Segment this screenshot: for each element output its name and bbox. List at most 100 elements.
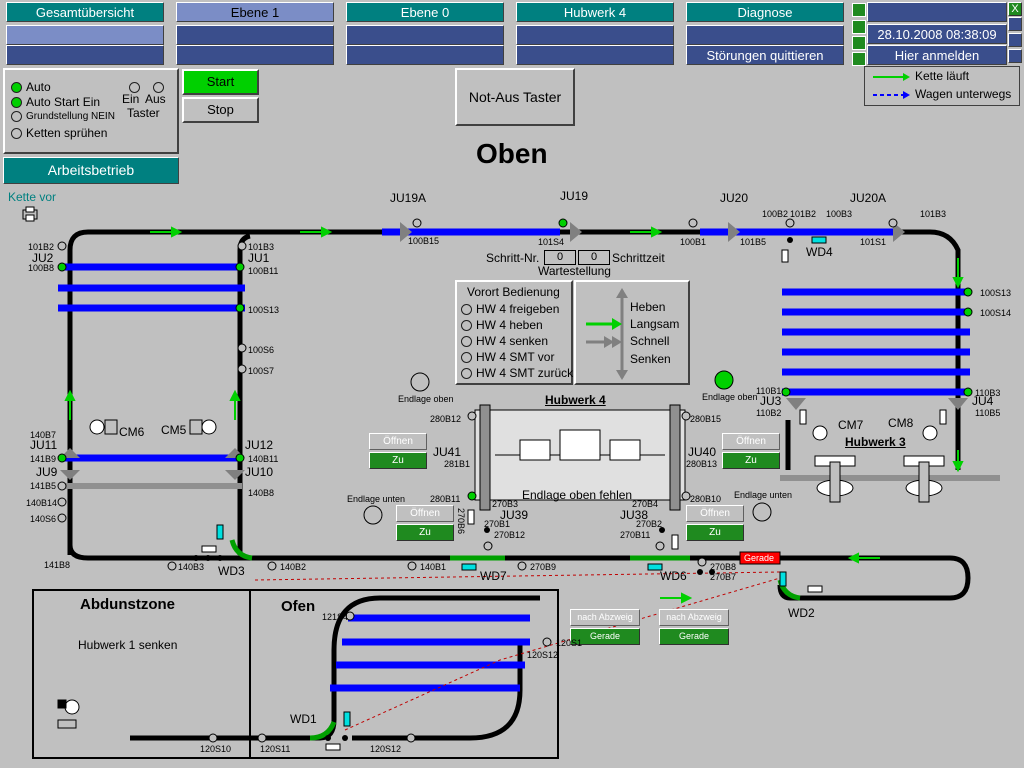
schrittzeit-label: Schrittzeit bbox=[612, 251, 665, 265]
label-wd2: WD2 bbox=[788, 606, 815, 620]
endlage-unten-right: Endlage unten bbox=[734, 490, 793, 500]
nav-slot-6[interactable] bbox=[6, 45, 164, 65]
sensor-100b1: 100B1 bbox=[680, 237, 707, 247]
label-cm5: CM5 bbox=[161, 423, 187, 437]
sensor-100b3: 100B3 bbox=[826, 209, 853, 219]
stop-button[interactable]: Stop bbox=[182, 97, 259, 123]
login-button[interactable]: Hier anmelden bbox=[867, 45, 1007, 65]
label-ju11: JU11 bbox=[30, 438, 58, 452]
sensor-100b11: 100B11 bbox=[248, 266, 279, 276]
sensor-270b7: 270B7 bbox=[710, 572, 737, 582]
abdunstzone-status: Hubwerk 1 senken bbox=[78, 638, 178, 652]
nav-slot-right-1[interactable] bbox=[867, 2, 1007, 22]
page-title: Oben bbox=[476, 138, 548, 169]
auto-indicator bbox=[11, 82, 22, 94]
direction-arrows-icon bbox=[586, 288, 628, 380]
tab-hubwerk-4[interactable]: Hubwerk 4 bbox=[516, 2, 674, 22]
sensor-270b9: 270B9 bbox=[530, 562, 557, 572]
sensor-270b11: 270B11 bbox=[620, 530, 651, 540]
sensor-121s4: 121S4 bbox=[322, 612, 349, 622]
nav-slot-9[interactable] bbox=[516, 45, 674, 65]
sensor-100s6: 100S6 bbox=[248, 345, 275, 355]
close-icon[interactable]: X bbox=[1008, 2, 1022, 16]
vorort-item-senken[interactable]: HW 4 senken bbox=[461, 334, 548, 348]
label-wd7: WD7 bbox=[480, 569, 507, 583]
blue-carriers bbox=[58, 228, 970, 692]
nav-slot-7[interactable] bbox=[176, 45, 334, 65]
sensor-120s12: 120S12 bbox=[370, 744, 402, 754]
mode-panel: Auto Auto Start Ein Grundstellung NEIN K… bbox=[3, 68, 179, 154]
gerade-button-2[interactable]: Gerade bbox=[659, 628, 729, 645]
nav-slot-1[interactable] bbox=[6, 25, 164, 45]
oeffnen-button-3[interactable]: Öffnen bbox=[396, 505, 454, 522]
nav-small-3[interactable] bbox=[1008, 49, 1022, 63]
nav-slot-4[interactable] bbox=[516, 25, 674, 45]
gerade-button-1[interactable]: Gerade bbox=[570, 628, 640, 645]
stoerungen-quittieren-button[interactable]: Störungen quittieren bbox=[686, 45, 844, 65]
ofen-title: Ofen bbox=[281, 598, 316, 615]
sensor-101b2-top: 101B2 bbox=[790, 209, 817, 219]
hubwerk4-structure bbox=[474, 404, 686, 511]
sensor-270b6: 270B6 bbox=[456, 508, 466, 535]
sensor-101b3-top: 101B3 bbox=[920, 209, 947, 219]
sensor-270b12: 270B12 bbox=[494, 530, 526, 540]
status-indicator-1 bbox=[852, 3, 866, 17]
endlage-unten-left: Endlage unten bbox=[347, 494, 406, 504]
nav-slot-3[interactable] bbox=[346, 25, 504, 45]
mode-auto-start: Auto Start Ein bbox=[11, 95, 100, 109]
zu-button-1[interactable]: Zu bbox=[369, 452, 427, 469]
sensor-140b3: 140B3 bbox=[178, 562, 205, 572]
langsam-label: Langsam bbox=[630, 317, 680, 331]
aus-label: Aus bbox=[145, 92, 166, 106]
vorort-panel: Vorort Bedienung HW 4 freigeben HW 4 heb… bbox=[455, 280, 573, 385]
label-ju12: JU12 bbox=[245, 438, 274, 452]
nav-small-2[interactable] bbox=[1008, 33, 1022, 47]
sensor-270b3: 270B3 bbox=[492, 499, 519, 509]
zone-frame bbox=[32, 589, 559, 759]
white-blocks bbox=[201, 249, 947, 751]
sensor-140b2: 140B2 bbox=[280, 562, 307, 572]
aus-indicator bbox=[153, 82, 164, 93]
label-ju3: JU3 bbox=[760, 394, 782, 408]
chain-arrow-icon bbox=[873, 73, 910, 81]
notaus-button[interactable]: Not-Aus Taster bbox=[455, 68, 575, 126]
abzweig-button-1[interactable]: nach Abzweig bbox=[570, 609, 640, 626]
sensor-110b3: 110B3 bbox=[975, 388, 1001, 398]
vorort-title: Vorort Bedienung bbox=[467, 285, 560, 299]
schritt-label: Schritt-Nr. bbox=[486, 251, 540, 265]
zu-button-3[interactable]: Zu bbox=[396, 524, 454, 541]
tab-gesamtuebersicht[interactable]: Gesamtübersicht bbox=[6, 2, 164, 22]
tab-ebene-1[interactable]: Ebene 1 bbox=[176, 2, 334, 22]
sensor-141b8: 141B8 bbox=[44, 560, 71, 570]
label-ju1: JU1 bbox=[248, 251, 270, 265]
vorort-item-freigeben[interactable]: HW 4 freigeben bbox=[461, 302, 559, 316]
sensor-120s10: 120S10 bbox=[200, 744, 232, 754]
nav-slot-8[interactable] bbox=[346, 45, 504, 65]
sensor-280b10: 280B10 bbox=[690, 494, 722, 504]
tab-ebene-0[interactable]: Ebene 0 bbox=[346, 2, 504, 22]
sensor-141b5: 141B5 bbox=[30, 481, 57, 491]
zu-button-2[interactable]: Zu bbox=[722, 452, 780, 469]
wagon-path bbox=[254, 571, 781, 731]
zu-button-4[interactable]: Zu bbox=[686, 524, 744, 541]
oeffnen-button-4[interactable]: Öffnen bbox=[686, 505, 744, 522]
vorort-item-smt-zurueck[interactable]: HW 4 SMT zurück bbox=[461, 366, 573, 380]
vorort-item-smt-vor[interactable]: HW 4 SMT vor bbox=[461, 350, 554, 364]
mode-auto: Auto bbox=[11, 80, 51, 94]
start-button[interactable]: Start bbox=[182, 69, 259, 95]
arbeitsbetrieb-button[interactable]: Arbeitsbetrieb bbox=[3, 157, 179, 184]
vorort-item-heben[interactable]: HW 4 heben bbox=[461, 318, 543, 332]
nav-small-1[interactable] bbox=[1008, 17, 1022, 31]
direction-panel: Heben Langsam Schnell Senken bbox=[574, 280, 690, 385]
abzweig-button-2[interactable]: nach Abzweig bbox=[659, 609, 729, 626]
tab-diagnose[interactable]: Diagnose bbox=[686, 2, 844, 22]
sensor-101b2: 101B2 bbox=[28, 242, 55, 252]
hubwerk4-status: Endlage oben fehlen bbox=[522, 488, 633, 502]
nav-slot-2[interactable] bbox=[176, 25, 334, 45]
oeffnen-button-1[interactable]: Öffnen bbox=[369, 433, 427, 450]
oeffnen-button-2[interactable]: Öffnen bbox=[722, 433, 780, 450]
nav-slot-5[interactable] bbox=[686, 25, 844, 45]
printer-icon[interactable] bbox=[22, 206, 38, 222]
senken-label: Senken bbox=[630, 352, 671, 366]
